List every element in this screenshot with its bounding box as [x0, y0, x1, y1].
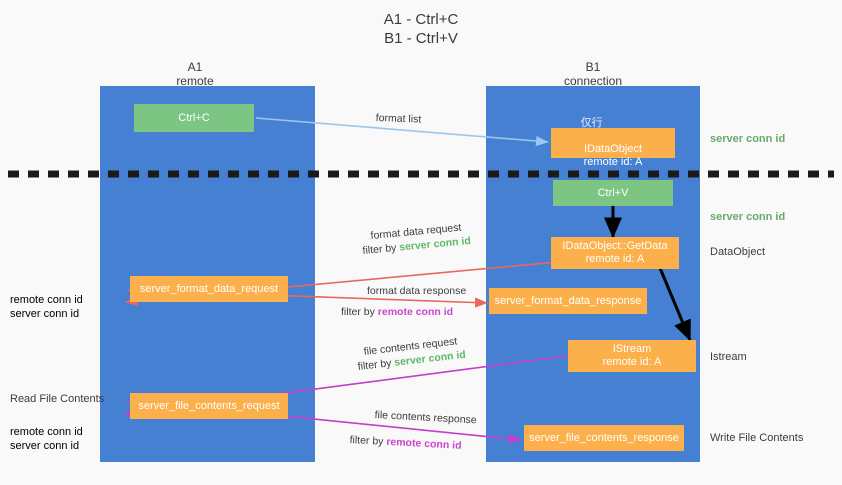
- filter-prefix: filter by: [357, 356, 396, 373]
- node-ctrl-c[interactable]: Ctrl+C: [134, 104, 254, 132]
- node-idataobject-label: IDataObject remote id: A: [583, 143, 643, 168]
- label-istream: Istream: [710, 351, 747, 363]
- edge-label-file-contents-response-text: file contents response: [374, 408, 477, 427]
- diagram-title: A1 - Ctrl+C B1 - Ctrl+V: [383, 11, 459, 47]
- node-server-file-contents-request[interactable]: server_file_contents_request: [130, 393, 288, 419]
- column-header-b1: B1 connection: [563, 60, 623, 88]
- label-read-file-contents: Read File Contents: [10, 393, 105, 405]
- edge-label-file-contents-response: file contents response: [374, 408, 477, 427]
- node-server-file-contents-response[interactable]: server_file_contents_response: [524, 425, 684, 451]
- label-remote-conn-id-lower: remote conn id server conn id: [10, 426, 83, 452]
- edge-label-format-data-response-text: format data response: [367, 285, 467, 297]
- label-conn-ids-upper: remote conn id server conn id: [10, 279, 83, 321]
- label-conn-ids-lower: remote conn id server conn id: [10, 411, 83, 453]
- label-server-conn-id-second: server conn id: [710, 211, 786, 223]
- node-server-format-data-response[interactable]: server_format_data_response: [489, 288, 647, 314]
- filter-id-remote-conn: remote conn id: [377, 306, 454, 318]
- label-remote-conn-id-upper: remote conn id server conn id: [10, 294, 83, 320]
- node-istream[interactable]: IStream remote id: A: [568, 340, 696, 372]
- filter-prefix: filter by: [362, 241, 400, 257]
- label-server-conn-id-top: server conn id: [710, 133, 786, 145]
- filter-prefix: filter by: [341, 306, 378, 318]
- filter-id-remote-conn: remote conn id: [386, 435, 462, 452]
- node-idataobject-ghost-glyph: 仅行: [580, 117, 603, 129]
- label-write-file-contents: Write File Contents: [710, 432, 804, 444]
- edge-label-format-data-response: format data response: [367, 284, 466, 298]
- edge-label-format-list: format list: [375, 111, 422, 126]
- node-server-format-data-request[interactable]: server_format_data_request: [130, 276, 288, 302]
- label-dataobject: DataObject: [710, 246, 766, 258]
- column-header-a1: A1 remote: [176, 60, 214, 88]
- node-ctrl-v[interactable]: Ctrl+V: [553, 180, 673, 206]
- node-idataobject[interactable]: 仅行 IDataObject remote id: A: [551, 117, 675, 168]
- edge-label-file-contents-response-filter: filter by remote conn id: [349, 433, 462, 453]
- filter-prefix: filter by: [349, 433, 387, 448]
- edge-label-format-data-response-filter: filter by remote conn id: [341, 305, 453, 319]
- node-idataobject-getdata[interactable]: IDataObject::GetData remote id: A: [551, 237, 679, 269]
